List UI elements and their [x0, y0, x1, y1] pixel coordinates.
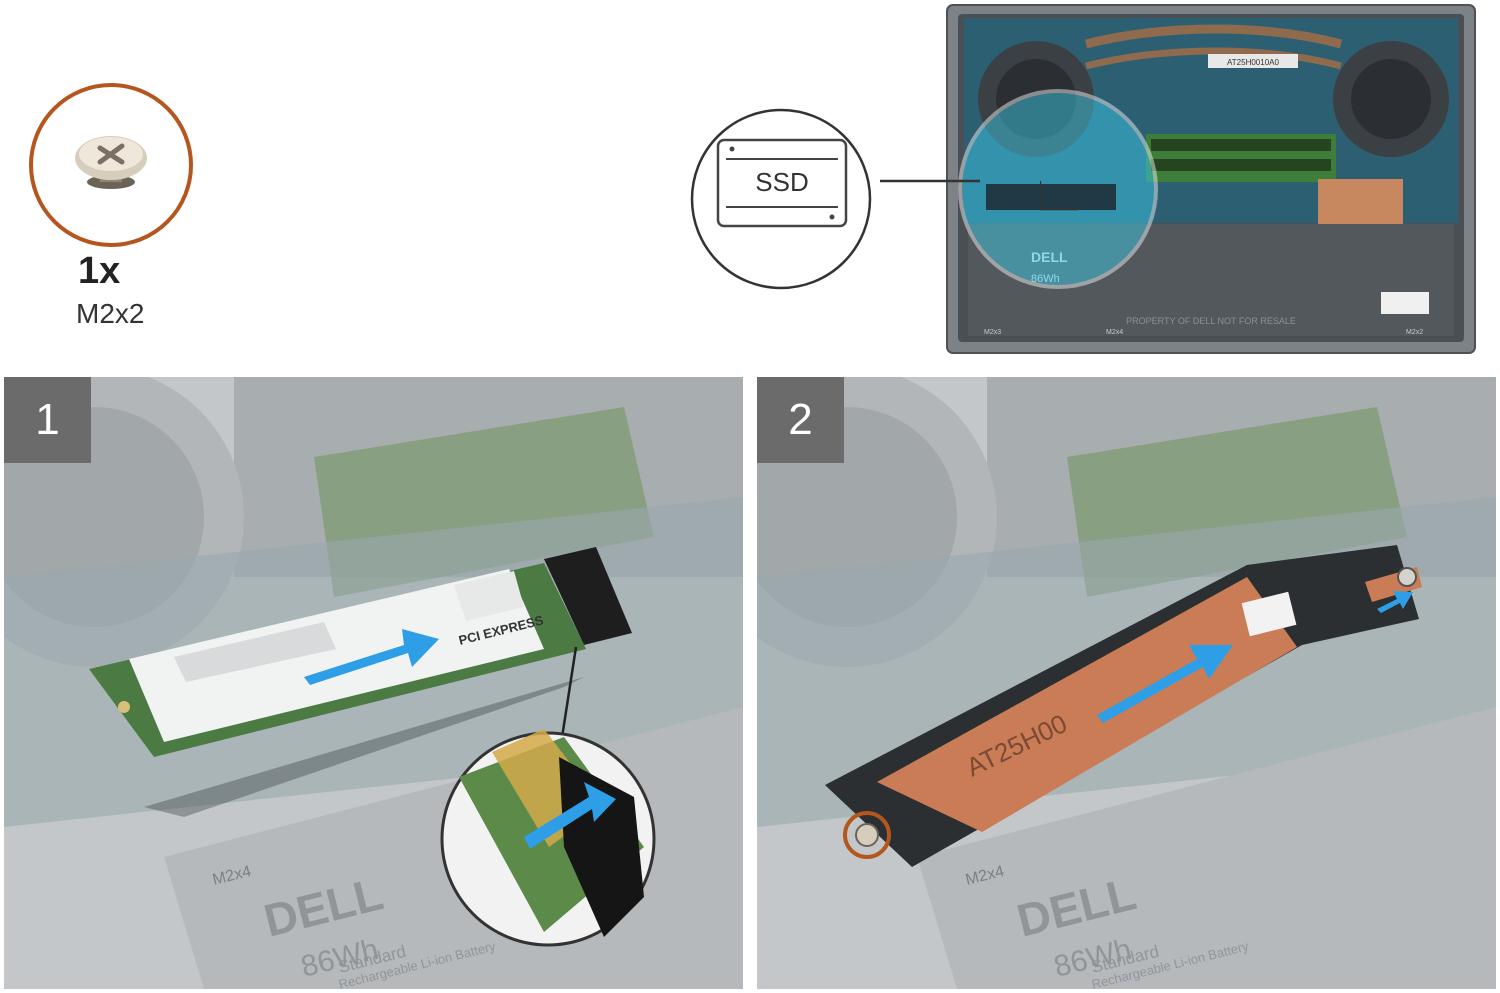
insert-arrow [304, 629, 439, 685]
callout-line [880, 179, 980, 183]
laptop-overview: AT25H0010A0 DELL 86Wh PROPERTY OF DELL N… [946, 4, 1476, 354]
step-1-panel: M2x4 DELL 86Wh Standard Rechargeable Li-… [4, 377, 743, 989]
bracket-label [1241, 591, 1297, 637]
mark-m2x4: M2x4 [1106, 329, 1123, 336]
callout-line-end [1040, 181, 1078, 211]
battery-brand: DELL [1031, 249, 1068, 265]
connector-zoom [440, 729, 656, 947]
battery-footer: PROPERTY OF DELL NOT FOR RESALE [1126, 316, 1296, 326]
post-arrow [1377, 591, 1413, 613]
step-2-panel: M2x4 DELL 86Wh Standard Rechargeable Li-… [757, 377, 1496, 989]
step-badge: 2 [757, 377, 844, 463]
bracket-mount-post [1397, 567, 1417, 587]
battery-capacity: 86Wh [1031, 273, 1060, 285]
mark-m2x2: M2x2 [1406, 329, 1423, 336]
screw-icon [75, 136, 147, 189]
screw-quantity: 1x [78, 250, 121, 292]
screw-icon [855, 823, 879, 847]
ssd-label: SSD [755, 167, 808, 197]
slide-arrow [1097, 645, 1233, 723]
battery [968, 224, 1454, 336]
battery [917, 707, 1496, 989]
mark-m2x3: M2x3 [984, 329, 1001, 336]
ssd-callout: SSD [690, 108, 872, 290]
screw-callout [29, 83, 193, 247]
screw-type: M2x2 [76, 298, 145, 329]
heat-pipe [1084, 24, 1343, 49]
copper-shield [1318, 179, 1403, 227]
copper-pad [877, 577, 1297, 832]
step-1-illustration: M2x4 DELL 86Wh Standard Rechargeable Li-… [4, 377, 743, 989]
step-2-illustration: M2x4 DELL 86Wh Standard Rechargeable Li-… [757, 377, 1496, 989]
zoom-arrow [524, 782, 616, 849]
screw-location-ring [843, 811, 891, 859]
step-badge: 1 [4, 377, 91, 463]
ssd-screw-hole [118, 701, 130, 713]
ssd-icon [716, 138, 848, 228]
board-label: AT25H0010A0 [1227, 58, 1279, 67]
ssd-slot [986, 184, 1116, 210]
m2-slot [544, 547, 632, 645]
